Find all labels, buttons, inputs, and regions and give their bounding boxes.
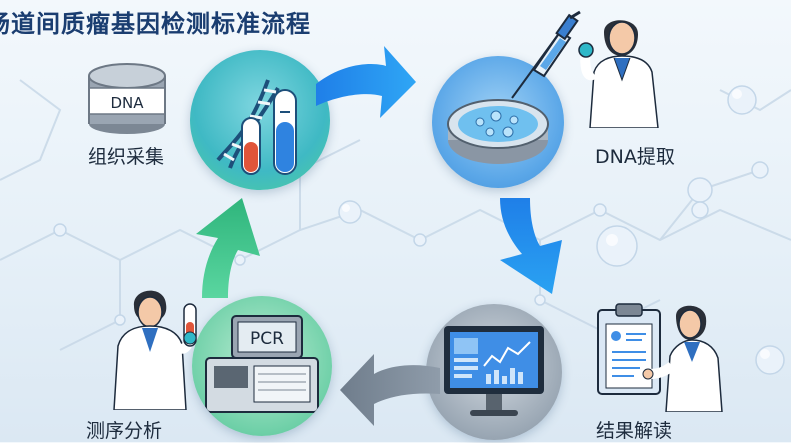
step-circle-extract (432, 56, 564, 188)
pcr-machine-icon: PCR (205, 315, 319, 413)
page-title: 肠道间质瘤基因检测标准流程 (0, 10, 311, 38)
dna-canister-icon: DNA (88, 63, 166, 134)
step-circle-interpret (426, 304, 562, 440)
petri-dish-icon (447, 99, 549, 164)
monitor-chart-icon (444, 326, 544, 416)
scientist-sequence-figure (113, 290, 197, 410)
step-label-extract: DNA提取 (595, 146, 675, 168)
step-label-interpret: 结果解读 (596, 420, 673, 442)
canister-label: DNA (110, 94, 144, 112)
arrow-left-icon (340, 354, 440, 426)
pcr-label: PCR (250, 329, 284, 349)
step-circle-collect (190, 50, 330, 190)
scientist-extract-figure (578, 20, 659, 128)
dna-helix-and-tubes-icon (216, 79, 297, 175)
arrow-right-icon (316, 46, 416, 118)
pipette-icon (511, 10, 581, 99)
clipboard-and-doctor-figure (597, 303, 723, 412)
step-circle-sequence: PCR (192, 296, 332, 436)
arrow-up-icon (196, 198, 260, 298)
step-label-collect: 组织采集 (88, 146, 165, 168)
arrow-down-icon (500, 198, 562, 294)
step-label-sequence: 测序分析 (86, 420, 163, 442)
